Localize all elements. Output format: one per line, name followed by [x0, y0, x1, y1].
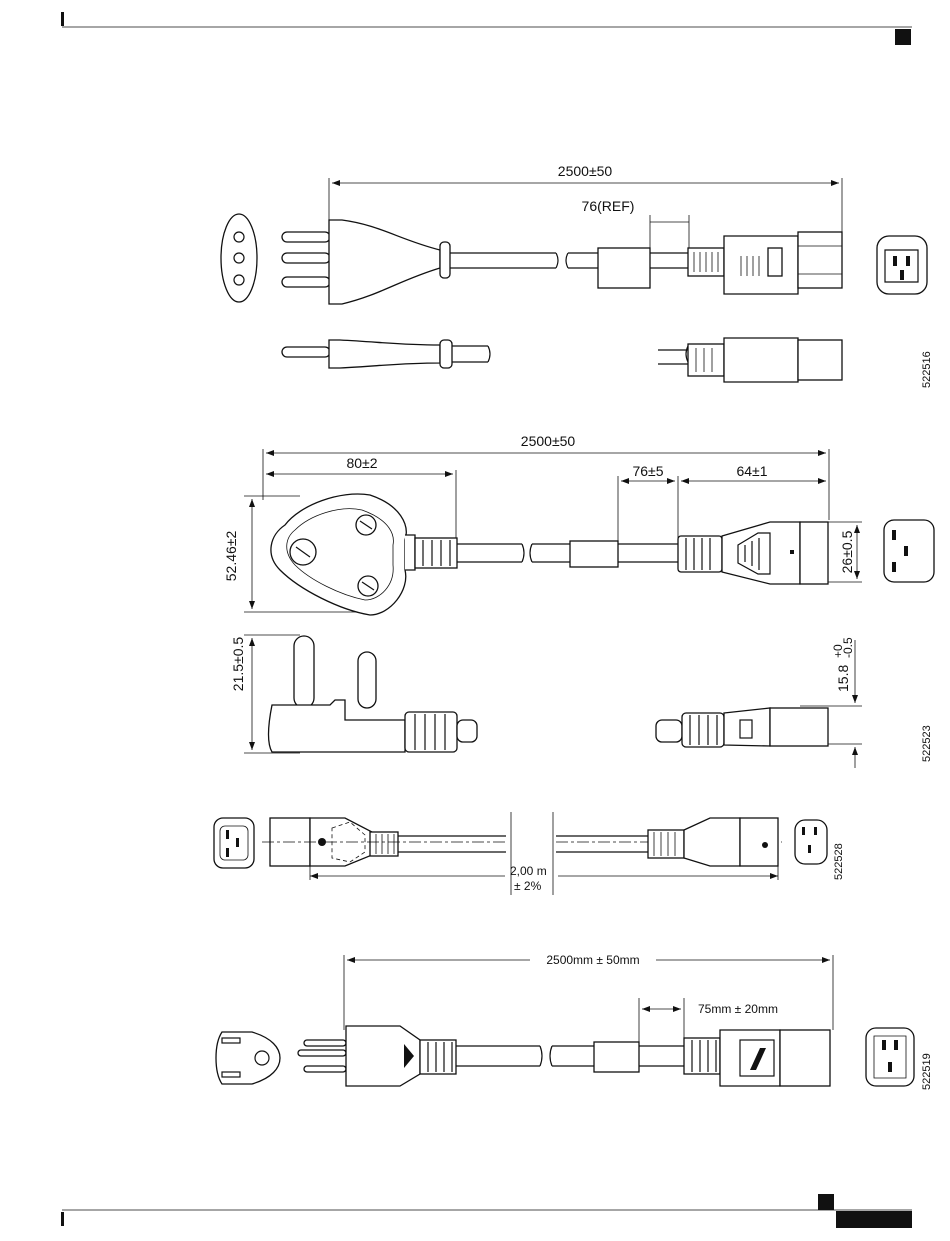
- header-tab-marker: [895, 29, 911, 45]
- dim-plug-length: 80±2: [346, 455, 377, 471]
- figure-522528: 2,00 m ± 2% 522528: [214, 812, 845, 895]
- connector-face-c13: [795, 820, 827, 864]
- dim-length: 2,00 m: [510, 864, 547, 878]
- plug-side-view: [269, 636, 478, 752]
- dim-overall-length: 2500±50: [558, 163, 613, 179]
- plug-side-view: [298, 1026, 542, 1086]
- footer-page-bar: [836, 1211, 912, 1228]
- plug-face-nema: [216, 1032, 280, 1084]
- figure-522519: 2500mm ± 50mm 75mm ± 20mm: [216, 953, 933, 1090]
- connector-face-c13: [866, 1028, 914, 1086]
- dim-connector-length: 64±1: [736, 463, 767, 479]
- connector-side-view: [550, 1030, 830, 1086]
- connector-side-view: [566, 232, 842, 294]
- connector-c14-side: [262, 818, 506, 866]
- plug-bottom-view: [282, 340, 490, 368]
- page-header: [61, 12, 912, 45]
- page-footer: [61, 1194, 912, 1228]
- dim-sleeve-length: 76±5: [632, 463, 663, 479]
- dim-pin-length: 21.5±0.5: [230, 637, 246, 692]
- dim-sleeve-length: 75mm ± 20mm: [698, 1002, 778, 1016]
- dim-connector-depth-tol-minus: -0.5: [841, 637, 855, 658]
- figure-522516: 2500±50 76(REF): [221, 163, 933, 388]
- dim-overall-length: 2500±50: [521, 433, 576, 449]
- dim-ref-length: 76(REF): [582, 198, 635, 214]
- connector-bottom-view: [658, 338, 842, 382]
- figure-id: 522519: [921, 1053, 933, 1090]
- footer-tab-marker: [818, 1194, 834, 1210]
- plug-face-three-pin: [221, 214, 257, 302]
- dim-connector-depth: 15.8: [835, 665, 851, 692]
- dim-overall-length: 2500mm ± 50mm: [546, 953, 639, 967]
- figure-522523: 2500±50 80±2 76±5 64±1 52.46±2 26±0.5: [223, 433, 934, 768]
- figure-id: 522516: [921, 351, 933, 388]
- plug-top-view-triangular: [271, 494, 524, 615]
- figure-id: 522528: [833, 843, 845, 880]
- dim-length-tolerance: ± 2%: [514, 879, 542, 893]
- figure-id: 522523: [921, 725, 933, 762]
- connector-top-view: [530, 522, 828, 584]
- dim-connector-height: 26±0.5: [839, 530, 855, 573]
- dim-plug-height: 52.46±2: [223, 531, 239, 582]
- connector-c13-side: [556, 818, 782, 866]
- connector-face-c13: [877, 236, 927, 294]
- dim-connector-depth-group: 15.8 +0 -0.5: [831, 637, 855, 692]
- plug-side-view: [282, 220, 558, 304]
- connector-face-c14: [214, 818, 254, 868]
- connector-side-view: [656, 708, 828, 747]
- connector-face-c13: [884, 520, 934, 582]
